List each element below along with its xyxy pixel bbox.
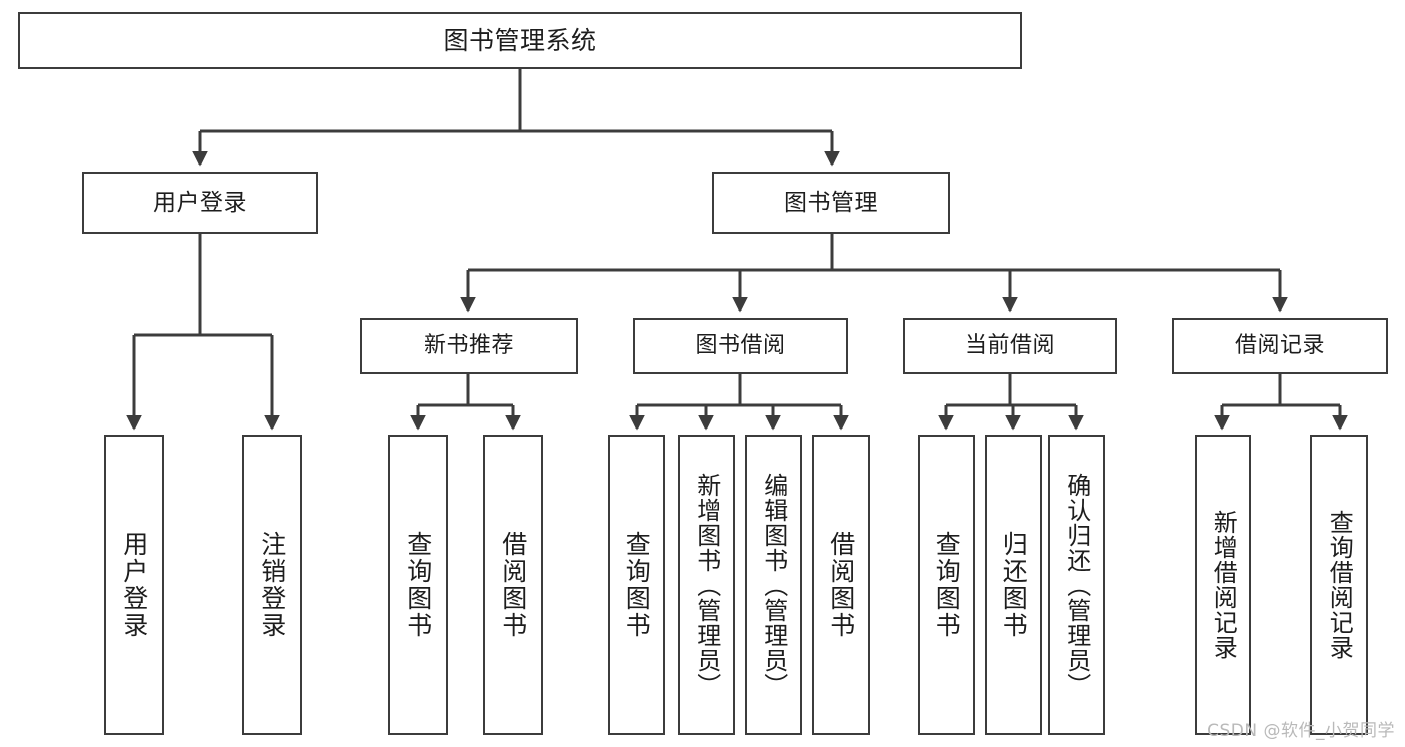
node-borrow-record[interactable]: 借阅记录 xyxy=(1172,318,1388,374)
node-leaf-query-borrow-record-label: 查询借阅记录 xyxy=(1325,510,1354,660)
node-new-book-recommend[interactable]: 新书推荐 xyxy=(360,318,578,374)
node-leaf-logout-label: 注销登录 xyxy=(257,531,287,639)
node-borrow-record-label: 借阅记录 xyxy=(1234,333,1325,359)
node-user-login-label: 用户登录 xyxy=(153,189,247,216)
node-user-login[interactable]: 用户登录 xyxy=(82,172,318,234)
node-leaf-confirm-return-admin[interactable]: 确认归还（管理员） xyxy=(1048,435,1105,735)
node-leaf-borrow-book-label: 借阅图书 xyxy=(826,531,856,639)
node-leaf-query-book-recommend-label: 查询图书 xyxy=(403,531,433,639)
node-leaf-borrow-book-recommend-label: 借阅图书 xyxy=(498,531,528,639)
node-leaf-user-login-label: 用户登录 xyxy=(119,531,149,639)
node-current-borrow-label: 当前借阅 xyxy=(964,333,1055,359)
node-leaf-add-borrow-record-label: 新增借阅记录 xyxy=(1209,510,1238,660)
node-leaf-edit-book-admin[interactable]: 编辑图书（管理员） xyxy=(745,435,802,735)
node-leaf-query-book-current[interactable]: 查询图书 xyxy=(918,435,975,735)
node-new-book-recommend-label: 新书推荐 xyxy=(423,333,514,359)
node-leaf-borrow-book-recommend[interactable]: 借阅图书 xyxy=(483,435,543,735)
node-leaf-query-book-borrow-label: 查询图书 xyxy=(622,531,652,639)
node-root-system-label: 图书管理系统 xyxy=(443,26,597,55)
node-leaf-borrow-book[interactable]: 借阅图书 xyxy=(812,435,870,735)
node-leaf-return-book[interactable]: 归还图书 xyxy=(985,435,1042,735)
node-current-borrow[interactable]: 当前借阅 xyxy=(903,318,1117,374)
node-book-borrow[interactable]: 图书借阅 xyxy=(633,318,848,374)
node-leaf-query-borrow-record[interactable]: 查询借阅记录 xyxy=(1310,435,1368,735)
node-root-system[interactable]: 图书管理系统 xyxy=(18,12,1022,69)
node-leaf-add-borrow-record[interactable]: 新增借阅记录 xyxy=(1195,435,1251,735)
node-leaf-confirm-return-admin-label: 确认归还（管理员） xyxy=(1062,472,1091,698)
node-leaf-add-book-admin[interactable]: 新增图书（管理员） xyxy=(678,435,735,735)
node-book-management-label: 图书管理 xyxy=(784,189,878,216)
node-leaf-add-book-admin-label: 新增图书（管理员） xyxy=(692,472,721,698)
node-leaf-user-login[interactable]: 用户登录 xyxy=(104,435,164,735)
node-leaf-logout[interactable]: 注销登录 xyxy=(242,435,302,735)
node-leaf-query-book-current-label: 查询图书 xyxy=(932,531,962,639)
csdn-watermark: CSDN @软件_小贺同学 xyxy=(1207,721,1395,741)
node-leaf-query-book-recommend[interactable]: 查询图书 xyxy=(388,435,448,735)
node-book-management[interactable]: 图书管理 xyxy=(712,172,950,234)
node-book-borrow-label: 图书借阅 xyxy=(695,333,786,359)
node-leaf-edit-book-admin-label: 编辑图书（管理员） xyxy=(759,472,788,698)
node-leaf-query-book-borrow[interactable]: 查询图书 xyxy=(608,435,665,735)
node-leaf-return-book-label: 归还图书 xyxy=(999,531,1029,639)
